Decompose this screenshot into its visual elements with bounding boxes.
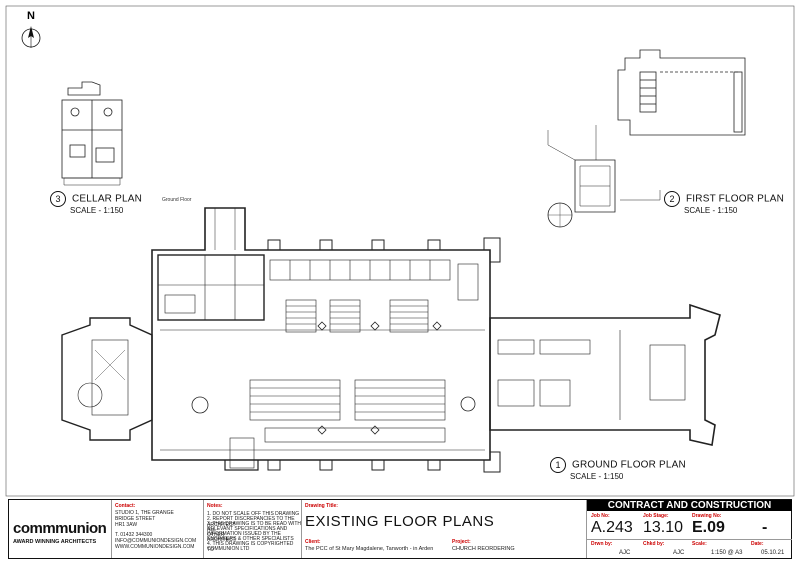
ground-floor-small-label: Ground Floor [162, 197, 192, 203]
client-label: Client: [305, 539, 321, 545]
job-no: A.243 [591, 519, 633, 536]
plan-title: FIRST FLOOR PLAN [686, 193, 785, 205]
contact-email: INFO@COMMUNIONDESIGN.COM [115, 538, 197, 544]
company-logo: commmunion [13, 520, 107, 537]
column-markers [317, 321, 442, 435]
contact-label: Contact: [115, 503, 136, 509]
drawing-title-label: Drawing Title: [305, 503, 338, 509]
drawing-title-cell: Drawing Title: EXISTING FLOOR PLANS Clie… [302, 500, 587, 558]
contact-address-3: HR1 3AW [115, 522, 138, 528]
notes-cell: Notes: 1. DO NOT SCALE OFF THIS DRAWING … [204, 500, 302, 558]
cellar-plan-label: 3 CELLAR PLAN SCALE - 1:150 [50, 190, 142, 215]
note-line: INFORMATION ISSUED BY THE ARCHITECT, [207, 531, 281, 543]
plan-number: 1 [550, 456, 566, 473]
note-line: ENGINEERS & OTHER SPECIALISTS [207, 536, 294, 542]
north-arrow: N [12, 10, 46, 50]
job-no-label: Job No: [591, 513, 610, 519]
drawing-no-label: Drawing No: [692, 513, 722, 519]
note-line: 3. THIS DRAWING IS TO BE READ WITH ALL [207, 521, 301, 533]
job-stage-label: Job Stage: [643, 513, 669, 519]
plan-number: 3 [50, 190, 66, 207]
scale-value: 1:150 @ A3 [711, 550, 743, 556]
pews-south [249, 379, 446, 443]
plan-scale: SCALE - 1:150 [70, 206, 124, 215]
contact-address-2: BRIDGE STREET [115, 516, 156, 522]
note-line: 1. DO NOT SCALE OFF THIS DRAWING [207, 511, 300, 517]
drawing-no: E.09 [692, 519, 725, 536]
ground-floor-plan-label: 1 GROUND FLOOR PLAN SCALE - 1:150 [550, 456, 686, 481]
contact-web: WWW.COMMUNIONDESIGN.COM [115, 544, 195, 550]
first-floor-plan-label: 2 FIRST FLOOR PLAN SCALE - 1:150 [664, 190, 784, 215]
drawing-title: EXISTING FLOOR PLANS [305, 513, 495, 530]
project-label: Project: [452, 539, 471, 545]
ground-floor-plan [61, 207, 721, 473]
floor-plans-drawing [5, 5, 795, 497]
date-value: 05.10.21 [761, 550, 785, 556]
cellar-plan [61, 81, 123, 186]
pews-north [269, 259, 479, 333]
contact-address-1: STUDIO 1, THE GRANGE [115, 510, 174, 516]
chkd-by-label: Chkd by: [643, 541, 665, 547]
drwn-by: AJC [619, 550, 631, 556]
plan-title: GROUND FLOOR PLAN [572, 459, 686, 471]
scale-label: Scale: [692, 541, 707, 547]
company-tagline: AWARD WINNING ARCHITECTS [13, 539, 97, 545]
plan-title: CELLAR PLAN [72, 193, 143, 205]
title-block: commmunion AWARD WINNING ARCHITECTS Cont… [8, 499, 792, 559]
chancel-furniture [497, 330, 686, 420]
date-label: Date: [751, 541, 764, 547]
chkd-by: AJC [673, 550, 685, 556]
revision: - [762, 519, 768, 536]
first-floor-plan [547, 49, 746, 228]
plan-scale: SCALE - 1:150 [684, 206, 738, 215]
north-arrow-icon [21, 26, 41, 48]
contact-cell: Contact: STUDIO 1, THE GRANGE BRIDGE STR… [112, 500, 204, 558]
note-line: COMMUNION LTD [207, 546, 250, 552]
stage-banner: CONTRACT AND CONSTRUCTION [587, 500, 792, 511]
notes-label: Notes: [207, 503, 223, 509]
plan-scale: SCALE - 1:150 [570, 472, 624, 481]
note-line: RELEVANT SPECIFICATIONS AND OTHER [207, 526, 288, 538]
north-letter: N [27, 10, 35, 22]
job-stage: 13.10 [643, 519, 684, 536]
project-name: CHURCH REORDERING [452, 546, 515, 552]
logo-cell: commmunion AWARD WINNING ARCHITECTS [9, 500, 112, 558]
client-name: The PCC of St Mary Magdalene, Tanworth -… [305, 546, 434, 552]
contact-phone: T. 01432 344300 [115, 532, 153, 538]
plan-number: 2 [664, 190, 680, 207]
drwn-by-label: Drwn by: [591, 541, 613, 547]
note-line: 2. REPORT DISCREPANCIES TO THE ARCHITECT [207, 516, 295, 528]
note-line: 4. THIS DRAWING IS COPYRIGHTED TO [207, 541, 294, 553]
